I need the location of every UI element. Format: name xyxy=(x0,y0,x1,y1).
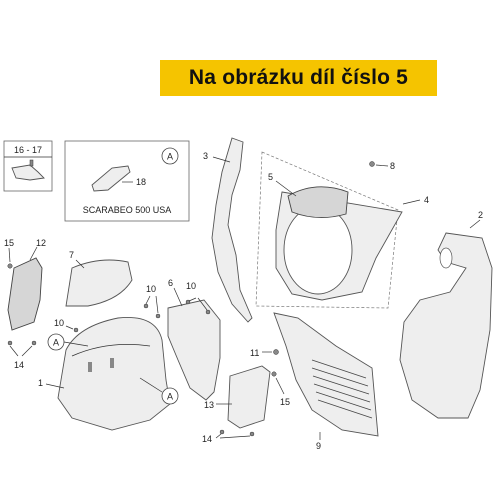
part-12-bracket: 12 xyxy=(7,238,46,331)
callout-10b: 10 xyxy=(186,281,196,291)
callout-5: 5 xyxy=(268,172,273,182)
callout-14a: 14 xyxy=(14,360,24,370)
inset-label-16-17: 16 - 17 xyxy=(14,145,42,155)
reference-circle-a xyxy=(161,147,179,165)
callout-2: 2 xyxy=(478,210,483,220)
part-3-side-trim: 3 xyxy=(203,137,253,323)
part-7-small-cover: 7 xyxy=(65,250,133,307)
part-6-inner-fender: 6 xyxy=(167,278,221,401)
part-15-screw-left: 15 xyxy=(4,238,14,269)
inset-part-18: 18 xyxy=(136,177,146,187)
part-8-screw: 8 xyxy=(369,161,395,171)
callout-10c: 10 xyxy=(54,318,64,328)
inset-ref-a: A xyxy=(167,152,173,162)
part-10-screws: 10 10 10 xyxy=(54,281,211,333)
reference-a-markers: A A xyxy=(47,333,179,405)
callout-1: 1 xyxy=(38,378,43,388)
callout-15a: 15 xyxy=(4,238,14,248)
part-2-side-panel: 2 xyxy=(399,210,493,419)
part-11-screw: 11 xyxy=(250,348,279,358)
part-15-screw-right: 15 xyxy=(271,371,290,407)
callout-6: 6 xyxy=(168,278,173,288)
part-4-front-panel: 4 xyxy=(255,151,429,309)
callout-3: 3 xyxy=(203,151,208,161)
callout-15b: 15 xyxy=(280,397,290,407)
part-9-grille-panel: 9 xyxy=(273,312,379,451)
callout-7: 7 xyxy=(69,250,74,260)
callout-11: 11 xyxy=(250,348,259,358)
callout-ref-a1: A xyxy=(53,338,59,348)
callout-10a: 10 xyxy=(146,284,156,294)
inset-caption: SCARABEO 500 USA xyxy=(83,205,172,215)
part-5-headlight-cover: 5 xyxy=(268,172,349,218)
inset-box-scarabeo: A 18 SCARABEO 500 USA xyxy=(64,140,190,222)
callout-ref-a2: A xyxy=(167,392,173,402)
part-14-screws-left: 14 xyxy=(7,340,37,370)
inset-box-16-17: 16 - 17 xyxy=(3,140,53,192)
callout-8: 8 xyxy=(390,161,395,171)
part-13-lower-panel: 13 xyxy=(204,365,271,429)
callout-9: 9 xyxy=(316,441,321,451)
callout-13: 13 xyxy=(204,400,214,410)
callout-12: 12 xyxy=(36,238,46,248)
part-14-screws-right: 14 xyxy=(202,429,255,444)
part-number-banner: Na obrázku díl číslo 5 xyxy=(160,60,437,96)
callout-14b: 14 xyxy=(202,434,212,444)
callout-4: 4 xyxy=(424,195,429,205)
